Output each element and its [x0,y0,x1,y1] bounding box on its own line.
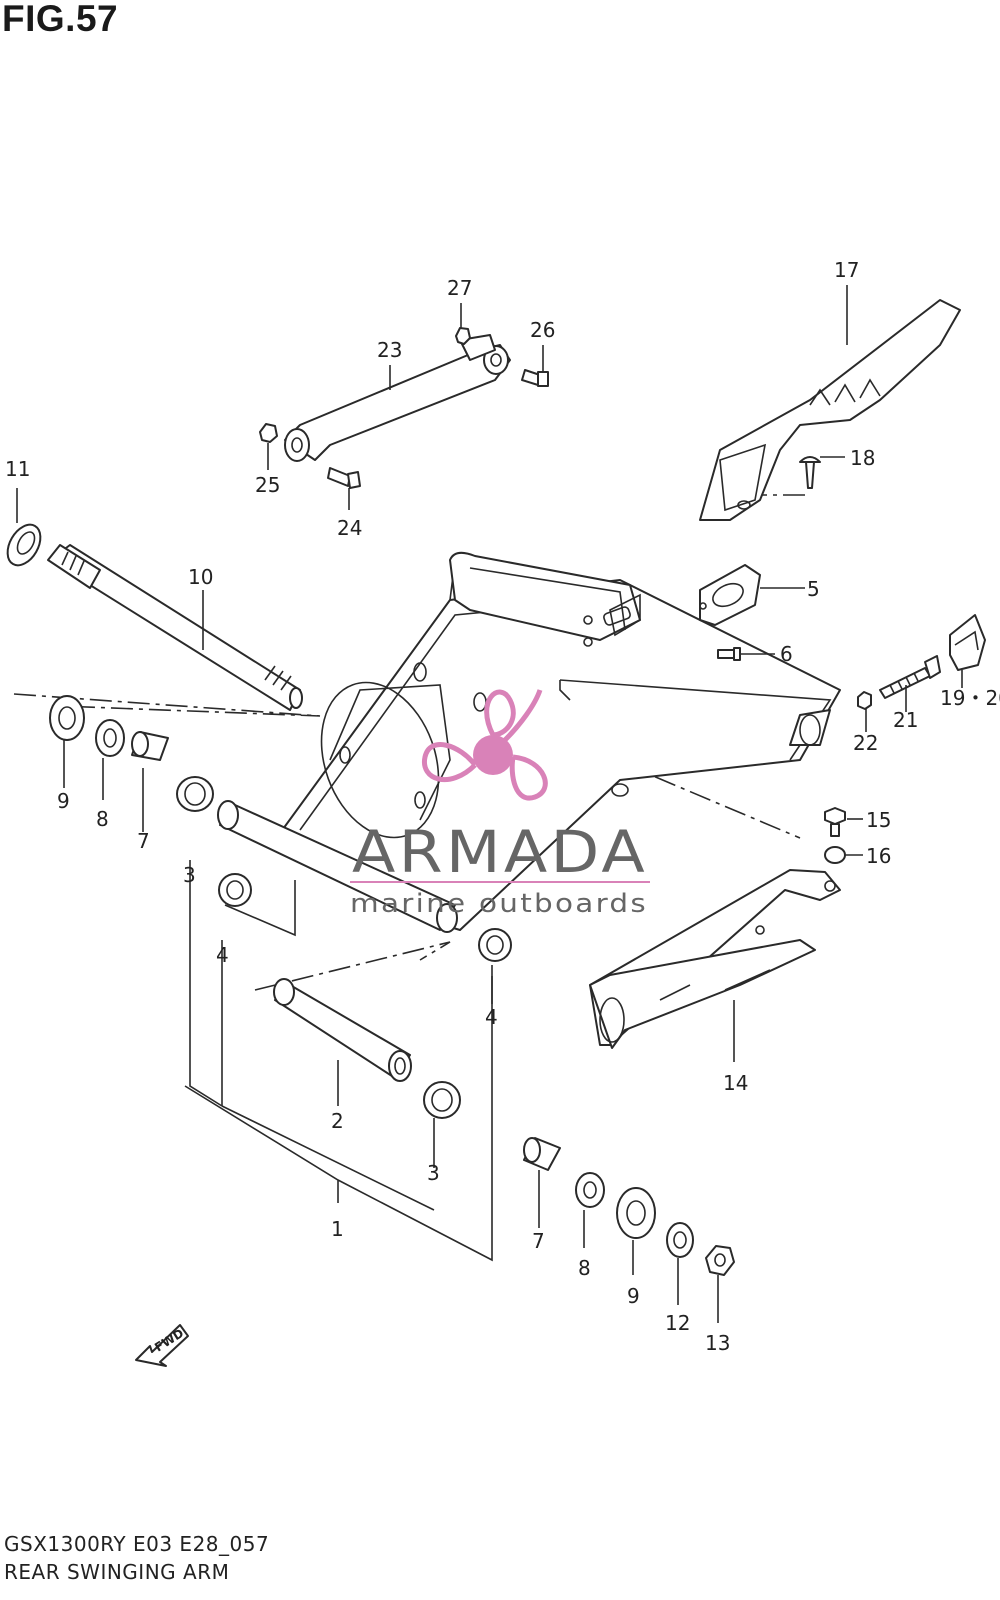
callout-label: 14 [723,1071,748,1095]
torque-link-part-23 [284,334,511,462]
callout-label: 25 [255,473,280,497]
callout-label: 3 [183,863,196,887]
callout-label: 21 [893,708,918,732]
callout-label: 19・20 [940,686,1000,710]
callout-label: 5 [807,577,820,601]
bolt-part-6 [717,647,741,661]
swing-arm-body [217,551,841,937]
bearing-part-3-lower [423,1081,461,1119]
chain-adjuster-part-19-20 [949,614,986,671]
callout-label: 7 [137,829,150,853]
lock-nut-part-11 [6,523,42,567]
callout-label: 16 [866,844,891,868]
callout-label: 11 [5,457,30,481]
nut-part-22 [857,691,872,710]
pivot-shaft-part-10 [47,544,303,711]
callout-label: 9 [627,1284,640,1308]
nuts-25-27 [259,327,471,443]
chain-buffer-part-14 [589,869,841,1049]
bolts-24-26 [327,369,549,489]
callout-label: 3 [427,1161,440,1185]
leader-lines [16,285,963,1323]
watermark-tagline: marine outboards [350,889,648,919]
callout-label: 2 [331,1109,344,1133]
fwd-arrow-icon: FWD [135,1324,189,1367]
callout-label: 23 [377,338,402,362]
callout-labels: 1 2 3 3 3 4 4 5 6 7 7 8 8 9 9 10 11 12 1… [5,258,1000,1355]
right-bearing-stack [523,1137,735,1276]
callout-label: 4 [216,943,229,967]
callout-label: 8 [578,1256,591,1280]
callout-label: 4 [485,1005,498,1029]
left-bearing-stack [49,695,512,962]
callout-label: 26 [530,318,555,342]
callout-label: 15 [866,808,891,832]
callout-label: 18 [850,446,875,470]
callout-label: 13 [705,1331,730,1355]
callout-label: 27 [447,276,472,300]
figure-title: FIG.57 [2,0,119,39]
screw-part-18 [799,456,821,489]
callout-label: 7 [532,1229,545,1253]
callout-label: 8 [96,807,109,831]
callout-label: 17 [834,258,859,282]
adjuster-bolt-part-21 [879,655,941,699]
callout-label: 12 [665,1311,690,1335]
nut-part-16 [824,846,846,864]
spacer-pipe-part-2 [273,978,412,1082]
bracket-part-5 [699,564,761,626]
callout-label: 24 [337,516,362,540]
watermark: ARMADA marine outboards [350,689,650,919]
callout-label: 6 [780,642,793,666]
figure-name: REAR SWINGING ARM [4,1560,230,1584]
watermark-logo-icon [422,689,548,801]
watermark-brand: ARMADA [352,818,648,886]
model-code: GSX1300RY E03 E28_057 [4,1532,270,1556]
callout-label: 1 [331,1217,344,1241]
callout-label: 10 [188,565,213,589]
bolt-part-15 [824,807,846,837]
chain-case-part-17 [699,299,961,521]
callout-label: 9 [57,789,70,813]
callout-label: 22 [853,731,878,755]
